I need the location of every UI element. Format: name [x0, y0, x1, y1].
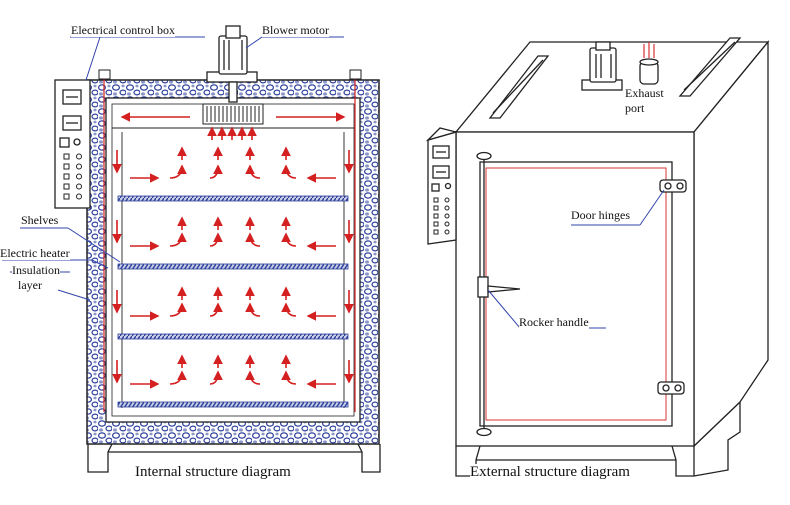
airflow-row-arrow	[281, 164, 297, 179]
control-button	[63, 183, 70, 190]
external-control-button	[444, 221, 450, 227]
airflow-row-arrow	[281, 370, 297, 385]
shelf-2	[117, 263, 349, 270]
airflow-row-arrow	[169, 370, 187, 385]
control-button	[76, 163, 82, 170]
label-electrical-control-box: Electrical control box	[71, 23, 175, 37]
airflow-row-arrow	[245, 164, 261, 179]
label-insulation-layer-line1: Insulation	[12, 263, 60, 277]
shelves-group	[117, 195, 349, 408]
label-blower-motor: Blower motor	[262, 23, 329, 37]
internal-oven-legs	[87, 443, 381, 473]
airflow-row-arrow	[245, 302, 261, 317]
external-control-button	[433, 197, 439, 203]
door-hinge-bottom	[657, 381, 685, 395]
airflow-row-arrow	[281, 232, 297, 247]
airflow-row-arrow	[209, 232, 223, 247]
external-control-buttons	[433, 197, 450, 235]
control-button	[63, 173, 70, 180]
blower-motor	[206, 25, 258, 103]
exhaust-port	[639, 58, 659, 85]
blower-impeller	[202, 103, 264, 125]
external-door	[479, 161, 673, 427]
label-exhaust-port-line2: port	[625, 101, 645, 115]
airflow-row-arrow	[245, 232, 261, 247]
airflow-arrows	[112, 112, 354, 389]
inner-chamber	[105, 97, 361, 423]
control-button	[76, 193, 82, 200]
control-button	[76, 183, 82, 190]
external-blower-motor	[581, 41, 623, 91]
caption-external: External structure diagram	[470, 464, 630, 481]
external-control-button	[444, 213, 450, 219]
caption-internal: Internal structure diagram	[135, 464, 291, 481]
control-button	[63, 193, 70, 200]
airflow-row-arrow	[209, 370, 223, 385]
door-hinge-top	[659, 179, 687, 193]
external-control-button	[433, 205, 439, 211]
airflow-row-arrow	[169, 164, 187, 179]
label-electric-heater: Electric heater	[0, 246, 70, 260]
control-button	[76, 153, 82, 160]
shelf-3	[117, 333, 349, 340]
control-button	[63, 163, 70, 170]
label-shelves: Shelves	[21, 213, 59, 227]
label-insulation-layer-line2: layer	[18, 278, 42, 292]
external-control-button	[433, 213, 439, 219]
airflow-row-arrow	[209, 164, 223, 179]
internal-oven	[2, 25, 381, 473]
external-control-button	[444, 197, 450, 203]
airflow-row-arrow	[209, 302, 223, 317]
label-rocker-handle: Rocker handle	[519, 315, 589, 329]
external-control-box	[425, 127, 459, 245]
airflow-row-arrow	[281, 302, 297, 317]
external-control-button	[444, 229, 450, 235]
control-buttons	[63, 153, 82, 200]
external-control-button	[433, 229, 439, 235]
rocker-handle	[477, 276, 521, 298]
external-oven	[425, 37, 770, 477]
airflow-row-arrow	[169, 302, 187, 317]
label-door-hinges: Door hinges	[571, 208, 630, 222]
label-exhaust-port-line1: Exhaust	[625, 86, 664, 100]
shelf-4	[117, 401, 349, 408]
airflow-row-arrow	[169, 232, 187, 247]
external-control-button	[444, 205, 450, 211]
external-control-button	[433, 221, 439, 227]
control-button	[63, 153, 70, 160]
shelf-1	[117, 195, 349, 202]
control-button	[76, 173, 82, 180]
airflow-row-arrow	[245, 370, 261, 385]
electrical-control-box	[54, 79, 91, 209]
